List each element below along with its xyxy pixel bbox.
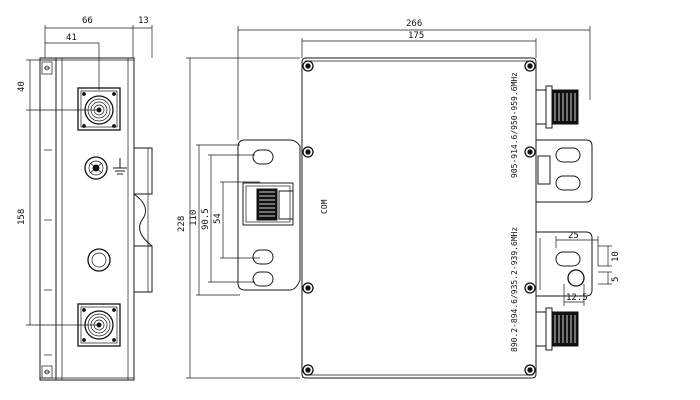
screw-head-icon xyxy=(302,60,536,376)
ground-symbol-icon xyxy=(113,158,127,175)
side-hole xyxy=(87,248,111,272)
side-bottom-connector xyxy=(77,303,121,347)
upper-port-label: 905-914.6/950-959.6MHz xyxy=(510,72,519,178)
dim-side-depth: 13 xyxy=(138,16,149,26)
lower-right-connector xyxy=(535,307,579,351)
lower-port-label: 890.2-894.6/935.2-939.6MHz xyxy=(510,227,519,352)
com-connector xyxy=(242,182,294,226)
side-view: 66 13 41 40 158 xyxy=(17,16,153,381)
com-label: COM xyxy=(320,199,329,214)
left-mounting-bracket xyxy=(237,139,301,291)
dim-front-width: 266 xyxy=(406,19,422,29)
dim-front-height: 228 xyxy=(177,216,187,232)
dim-mount-height: 10 xyxy=(611,251,621,262)
front-view: 266 175 228 xyxy=(177,19,621,379)
dim-mount-width: 25 xyxy=(568,231,579,241)
dim-side-width: 66 xyxy=(82,16,93,26)
side-top-connector xyxy=(77,87,121,131)
dim-side-pitch: 158 xyxy=(17,209,27,225)
dim-mount-gap: 12.5 xyxy=(566,293,588,303)
right-mounting-bracket xyxy=(536,139,593,297)
dim-side-top: 40 xyxy=(17,81,27,92)
upper-right-connector xyxy=(535,85,579,129)
dim-bracket-outer: 110 xyxy=(189,210,199,226)
dim-side-offset: 41 xyxy=(66,33,77,43)
dim-front-inner-width: 175 xyxy=(408,31,424,41)
dim-bracket-mid: 90.5 xyxy=(201,208,211,230)
dim-bracket-inner: 54 xyxy=(213,213,223,224)
dim-mount-slot: 5 xyxy=(611,277,621,282)
ground-screw xyxy=(84,156,108,180)
